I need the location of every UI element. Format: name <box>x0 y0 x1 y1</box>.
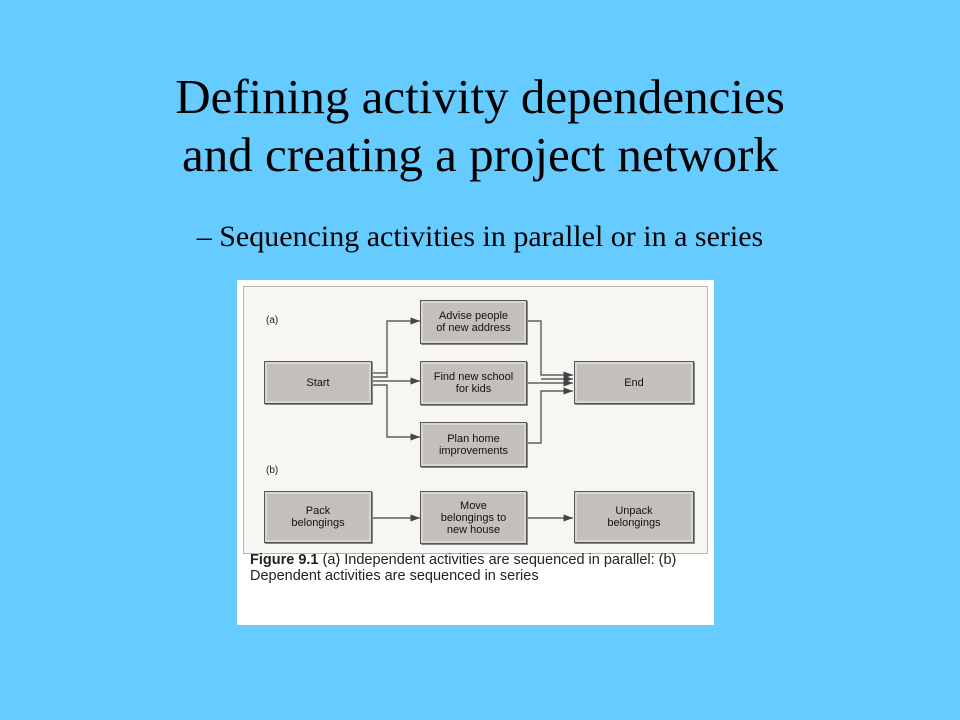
node-advise-label: Advise people of new address <box>436 310 511 334</box>
node-end: End <box>574 361 694 404</box>
node-pack-label: Pack belongings <box>291 505 345 529</box>
node-find-school: Find new school for kids <box>420 361 527 405</box>
node-plan-label: Plan home improvements <box>438 432 509 457</box>
node-school-label: Find new school for kids <box>433 371 514 395</box>
caption-figure-number: Figure 9.1 <box>250 552 319 568</box>
arrow-start-plan <box>373 384 420 441</box>
node-pack: Pack belongings <box>264 491 372 543</box>
title-line-1: Defining activity dependencies <box>175 69 785 124</box>
node-plan-home: Plan home improvements <box>420 422 527 467</box>
connector-lines <box>372 317 573 522</box>
arrow-start-advise <box>373 317 420 378</box>
caption-text: (a) Independent activities are sequenced… <box>250 552 677 584</box>
node-advise-people: Advise people of new address <box>420 300 527 344</box>
arrow-plan-end <box>527 387 573 444</box>
figure-9-1: (a) (b) Start Advise people of new addre… <box>237 280 714 625</box>
node-start: Start <box>264 361 372 404</box>
node-unpack-label: Unpack belongings <box>607 505 661 529</box>
bullet-text: – Sequencing activities in parallel or i… <box>196 220 764 253</box>
title-line-2: and creating a project network <box>182 127 778 182</box>
node-start-label: Start <box>306 376 330 389</box>
figure-caption: Figure 9.1 (a) Independent activities ar… <box>250 552 710 584</box>
section-a-label: (a) <box>266 315 279 326</box>
arrow-advise-end <box>527 320 573 379</box>
node-end-label: End <box>624 376 644 389</box>
slide-title: Defining activity dependencies and creat… <box>0 68 960 184</box>
node-move: Move belongings to new house <box>420 491 527 544</box>
node-unpack: Unpack belongings <box>574 491 694 543</box>
section-b-label: (b) <box>266 465 279 476</box>
node-move-label: Move belongings to new house <box>440 499 507 536</box>
diagram-frame: (a) (b) Start Advise people of new addre… <box>243 286 708 554</box>
